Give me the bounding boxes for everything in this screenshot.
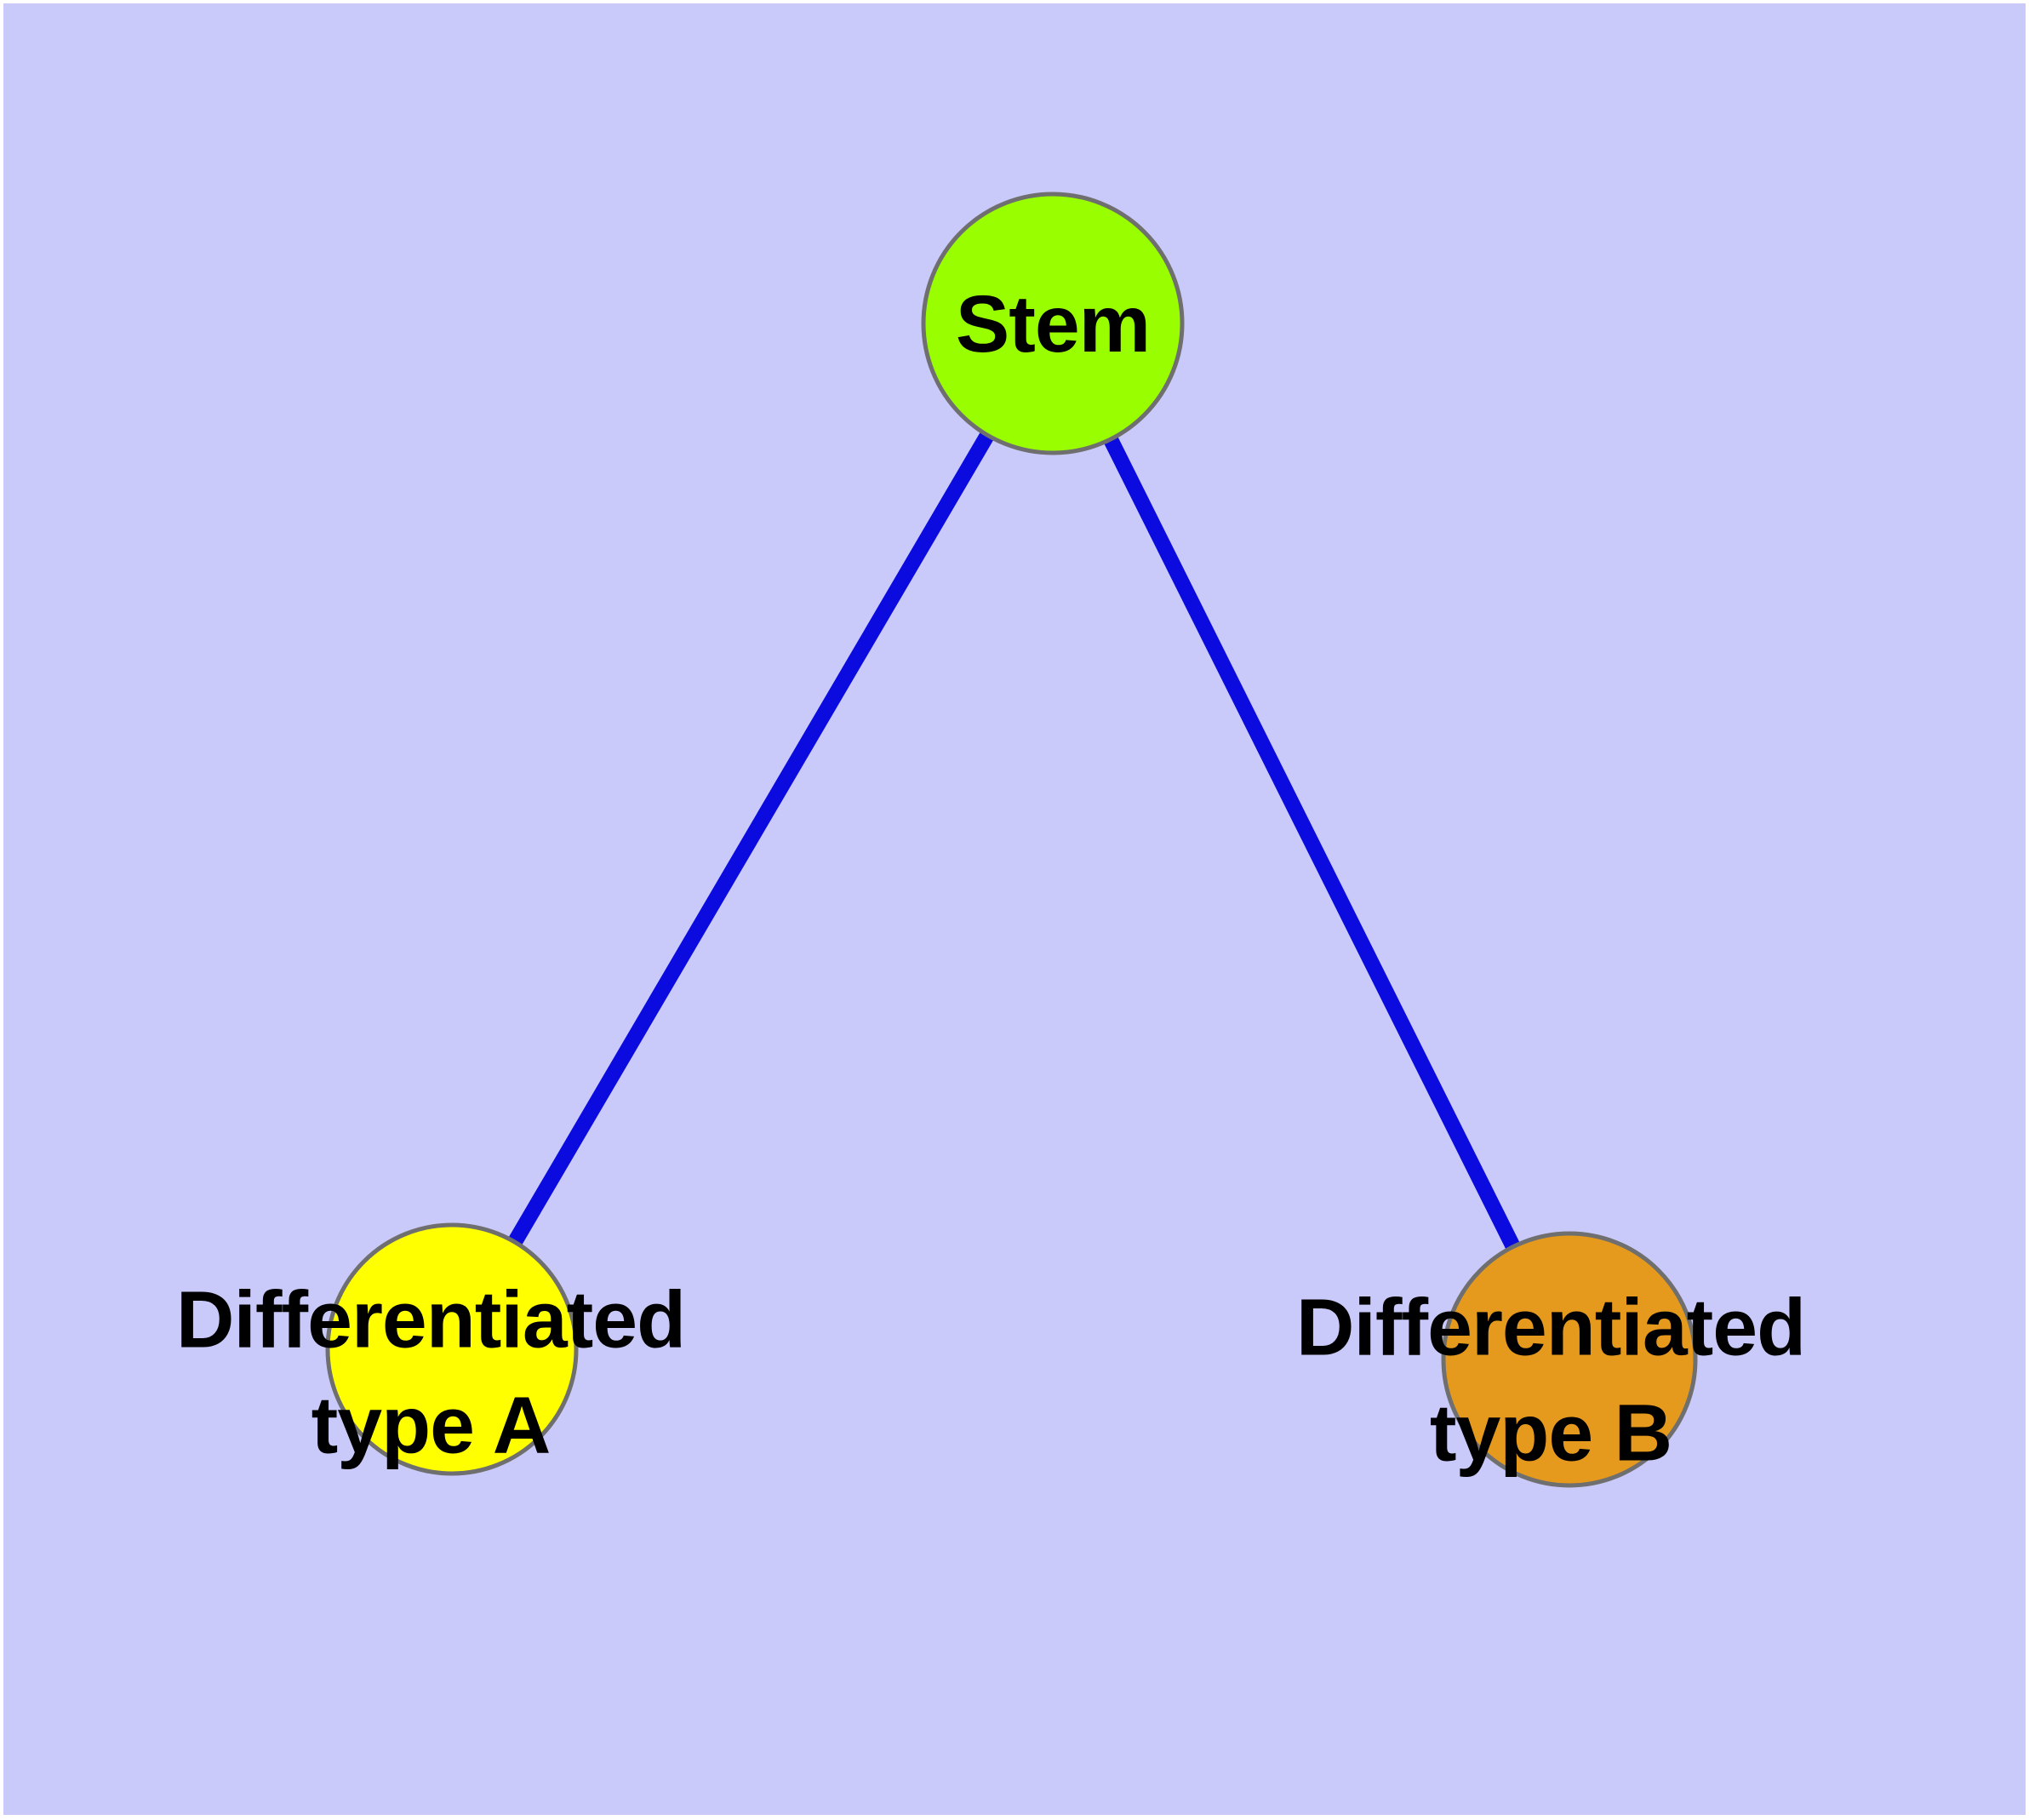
graph-canvas: Stem Differentiated type A Differentiate… bbox=[3, 3, 2026, 1815]
graph-svg bbox=[325, 192, 1698, 1488]
edge-stem-to-type-a[interactable] bbox=[445, 319, 1060, 1354]
node-stem[interactable] bbox=[921, 192, 1185, 455]
node-differentiated-type-b[interactable] bbox=[1441, 1231, 1698, 1488]
node-differentiated-type-a[interactable] bbox=[325, 1222, 579, 1476]
edge-stem-to-type-b[interactable] bbox=[1045, 319, 1577, 1364]
